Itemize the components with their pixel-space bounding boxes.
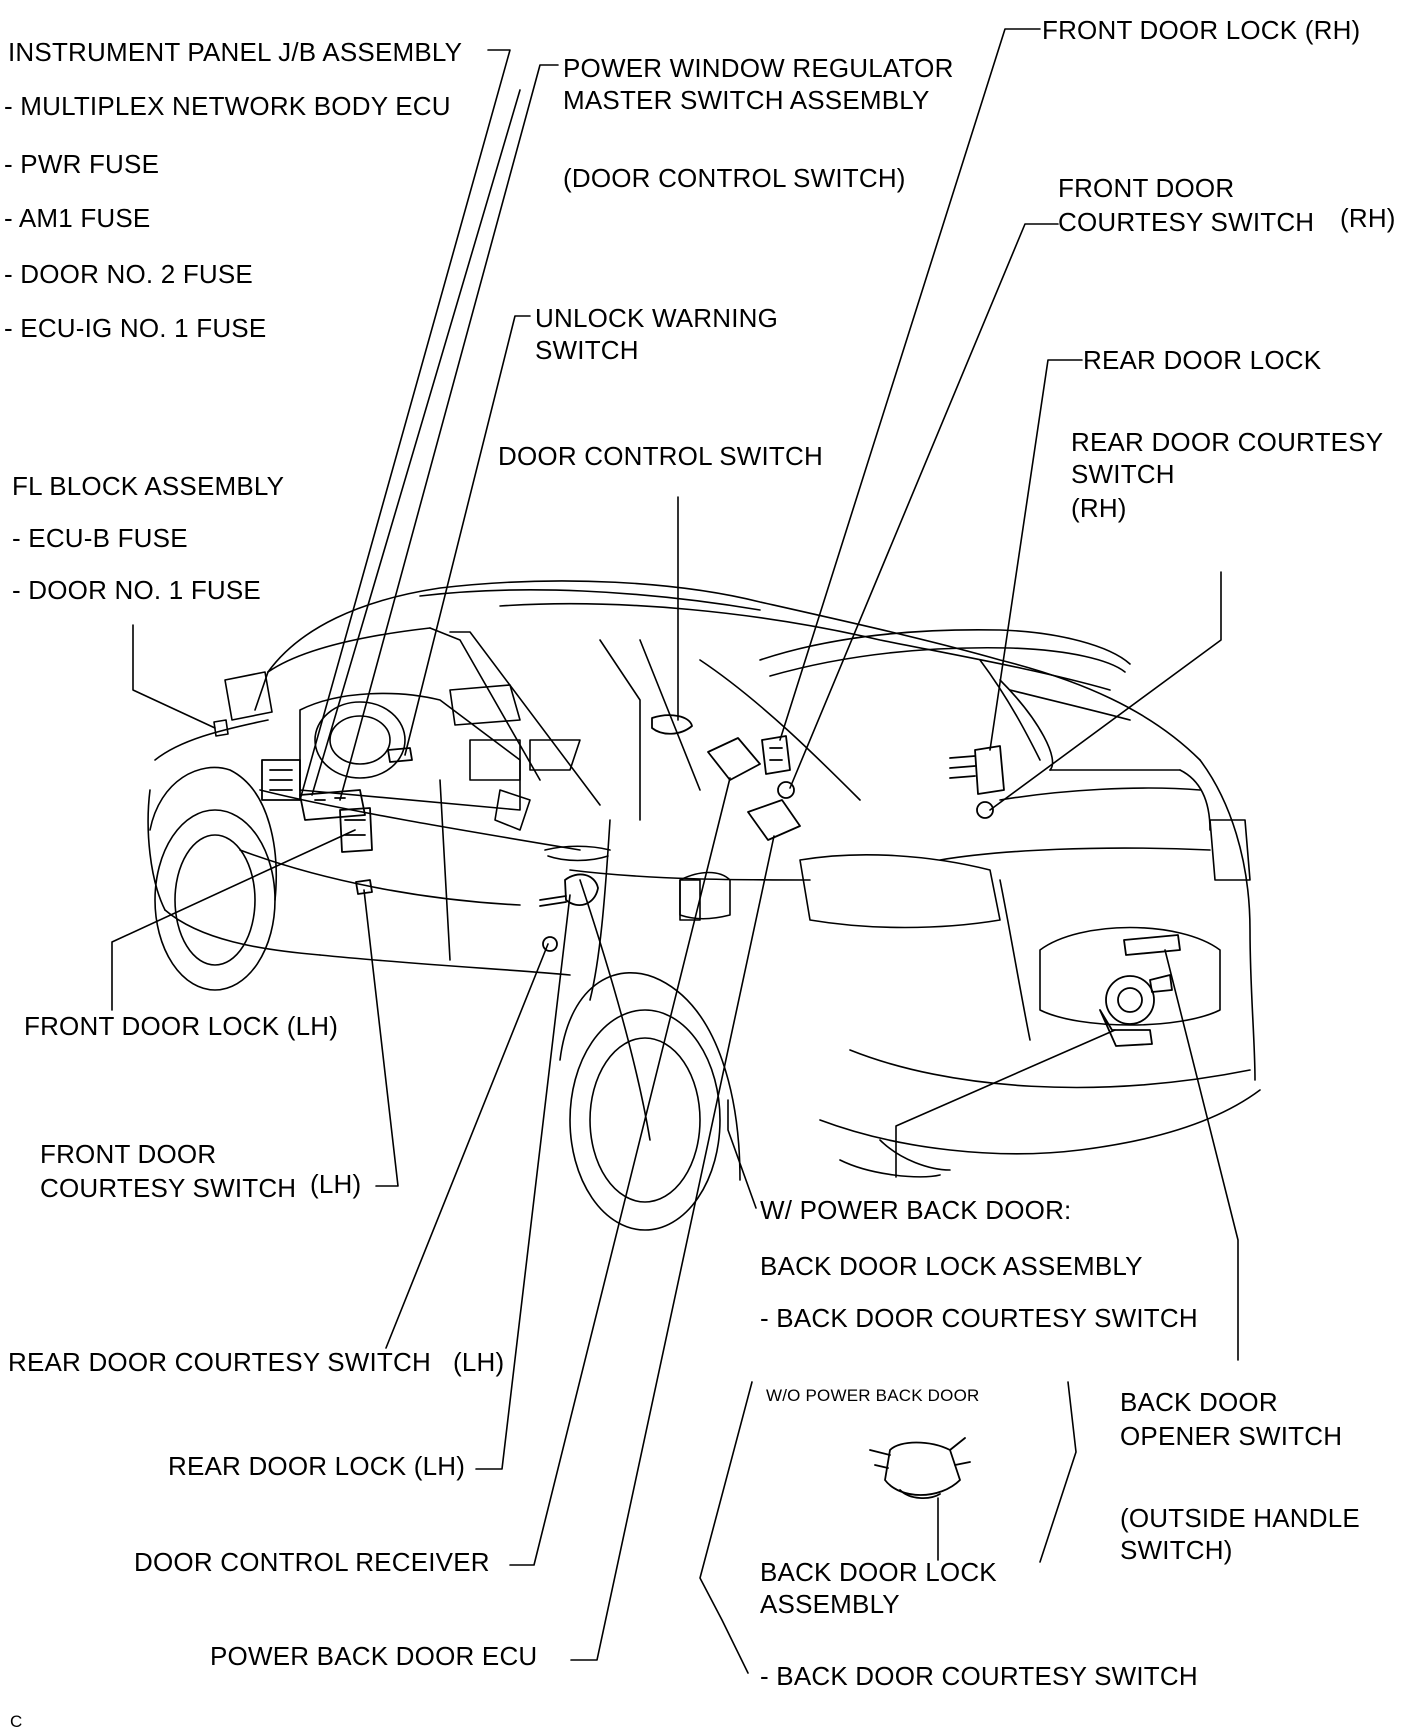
label-pw-regulator-line1: POWER WINDOW REGULATOR	[563, 53, 954, 83]
label-back-door-courtesy-2: - BACK DOOR COURTESY SWITCH	[760, 1661, 1198, 1691]
label-front-courtesy-lh-line2: COURTESY SWITCH	[40, 1173, 297, 1203]
label-back-door-courtesy-1: - BACK DOOR COURTESY SWITCH	[760, 1303, 1198, 1333]
label-front-courtesy-rh-line1: FRONT DOOR	[1058, 173, 1235, 203]
label-outside-handle-line2: SWITCH)	[1120, 1535, 1233, 1565]
label-outside-handle-line1: (OUTSIDE HANDLE	[1120, 1503, 1360, 1533]
label-door-no1-fuse: - DOOR NO. 1 FUSE	[12, 575, 261, 605]
door-control-switch-part	[651, 714, 693, 735]
components	[261, 714, 1181, 1499]
label-unlock-warning-line2: SWITCH	[535, 335, 639, 365]
label-multiplex-body-ecu: - MULTIPLEX NETWORK BODY ECU	[4, 91, 451, 121]
figure-code: C	[10, 1712, 23, 1731]
label-door-control-receiver: DOOR CONTROL RECEIVER	[134, 1547, 490, 1577]
front-door-lock-rh-part	[761, 735, 791, 775]
rear-courtesy-rh-part	[976, 801, 994, 819]
label-back-door-lock-2-line2: ASSEMBLY	[760, 1589, 900, 1619]
label-am1-fuse: - AM1 FUSE	[4, 203, 151, 233]
unlock-warning-part	[387, 747, 413, 763]
label-back-door-lock-2-line1: BACK DOOR LOCK	[760, 1557, 997, 1587]
label-rear-courtesy-rh-line3: (RH)	[1071, 493, 1127, 523]
label-pw-regulator-line2: MASTER SWITCH ASSEMBLY	[563, 85, 930, 115]
label-back-door-lock-assy: BACK DOOR LOCK ASSEMBLY	[760, 1251, 1143, 1281]
front-courtesy-rh-part	[777, 781, 795, 799]
label-wo-power-back-door: W/O POWER BACK DOOR	[766, 1386, 980, 1405]
label-rear-courtesy-lh-side: (LH)	[453, 1347, 505, 1377]
power-back-door-ecu-part	[747, 799, 801, 841]
vehicle-body	[147, 580, 1261, 1231]
label-ecu-b-fuse: - ECU-B FUSE	[12, 523, 188, 553]
label-rear-courtesy-lh: REAR DOOR COURTESY SWITCH	[8, 1347, 431, 1377]
rear-door-lock-rh-part	[974, 745, 1005, 795]
label-door-no2-fuse: - DOOR NO. 2 FUSE	[4, 259, 253, 289]
master-switch-part	[299, 789, 366, 821]
label-ecu-ig-no1-fuse: - ECU-IG NO. 1 FUSE	[4, 313, 267, 343]
back-door-opener-part	[1123, 934, 1181, 956]
label-fl-block: FL BLOCK ASSEMBLY	[12, 471, 285, 501]
vehicle-interior	[299, 684, 581, 831]
rear-courtesy-lh-part	[542, 936, 558, 952]
label-rear-door-lock: REAR DOOR LOCK	[1083, 345, 1322, 375]
label-front-courtesy-rh-line2: COURTESY SWITCH	[1058, 207, 1315, 237]
inset-back-door-lock-part	[884, 1441, 961, 1496]
leader-lines	[111, 28, 1239, 1674]
label-instrument-panel-jb: INSTRUMENT PANEL J/B ASSEMBLY	[8, 37, 463, 67]
back-door-lock-assy-part	[1105, 975, 1155, 1025]
door-control-receiver-part	[707, 737, 761, 781]
label-rear-courtesy-rh-line1: REAR DOOR COURTESY	[1071, 427, 1384, 457]
label-door-control-switch: DOOR CONTROL SWITCH	[498, 441, 823, 471]
label-w-power-back-door: W/ POWER BACK DOOR:	[760, 1195, 1072, 1225]
label-front-courtesy-lh-line1: FRONT DOOR	[40, 1139, 217, 1169]
label-front-door-lock-rh: FRONT DOOR LOCK (RH)	[1042, 15, 1361, 45]
front-door-lock-lh-part	[339, 807, 373, 853]
label-rear-courtesy-rh-line2: SWITCH	[1071, 459, 1175, 489]
label-pwr-fuse: - PWR FUSE	[4, 149, 160, 179]
label-back-door-opener-line1: BACK DOOR	[1120, 1387, 1278, 1417]
label-front-courtesy-lh-side: (LH)	[310, 1169, 362, 1199]
label-back-door-opener-line2: OPENER SWITCH	[1120, 1421, 1343, 1451]
label-door-control-switch-paren: (DOOR CONTROL SWITCH)	[563, 163, 906, 193]
rear-door-lock-lh-part	[564, 873, 599, 906]
label-front-door-lock-lh: FRONT DOOR LOCK (LH)	[24, 1011, 339, 1041]
front-courtesy-lh-part	[355, 879, 373, 895]
label-power-back-door-ecu: POWER BACK DOOR ECU	[210, 1641, 538, 1671]
label-rear-door-lock-lh: REAR DOOR LOCK (LH)	[168, 1451, 466, 1481]
label-unlock-warning-line1: UNLOCK WARNING	[535, 303, 779, 333]
label-front-courtesy-rh-side: (RH)	[1340, 203, 1396, 233]
